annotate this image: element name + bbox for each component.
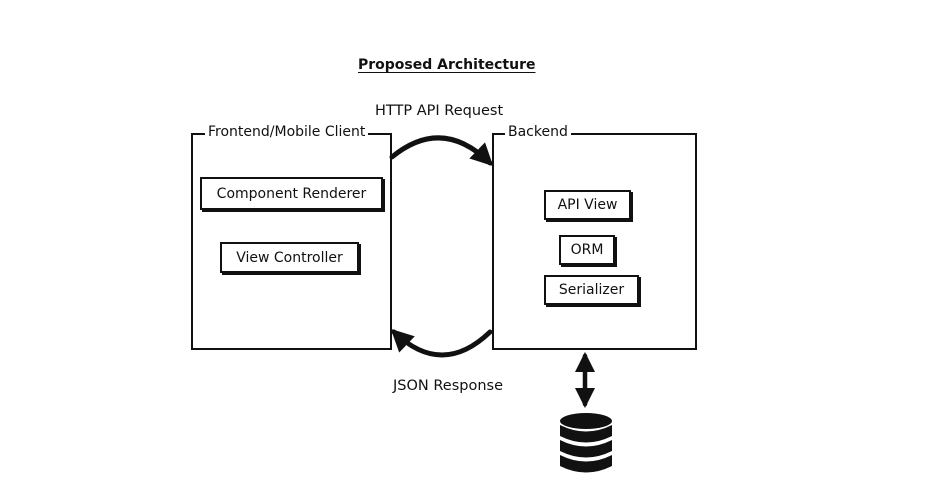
database-icon	[560, 413, 612, 473]
backend-container	[492, 133, 697, 350]
orm-box: ORM	[559, 235, 615, 265]
backend-label: Backend	[505, 124, 571, 140]
request-label: HTTP API Request	[375, 103, 504, 119]
diagram-title: Proposed Architecture	[358, 57, 536, 73]
frontend-label: Frontend/Mobile Client	[205, 124, 369, 140]
component-renderer-label: Component Renderer	[216, 185, 367, 202]
serializer-box: Serializer	[544, 275, 639, 305]
serializer-label: Serializer	[558, 282, 625, 298]
api-view-box: API View	[544, 190, 631, 220]
response-arrow	[390, 328, 493, 358]
api-view-label: API View	[557, 197, 618, 213]
component-renderer-box: Component Renderer	[200, 177, 383, 210]
response-label: JSON Response	[393, 378, 503, 394]
view-controller-box: View Controller	[220, 242, 359, 273]
view-controller-label: View Controller	[236, 249, 343, 266]
request-arrow	[389, 135, 494, 167]
orm-label: ORM	[570, 242, 604, 258]
